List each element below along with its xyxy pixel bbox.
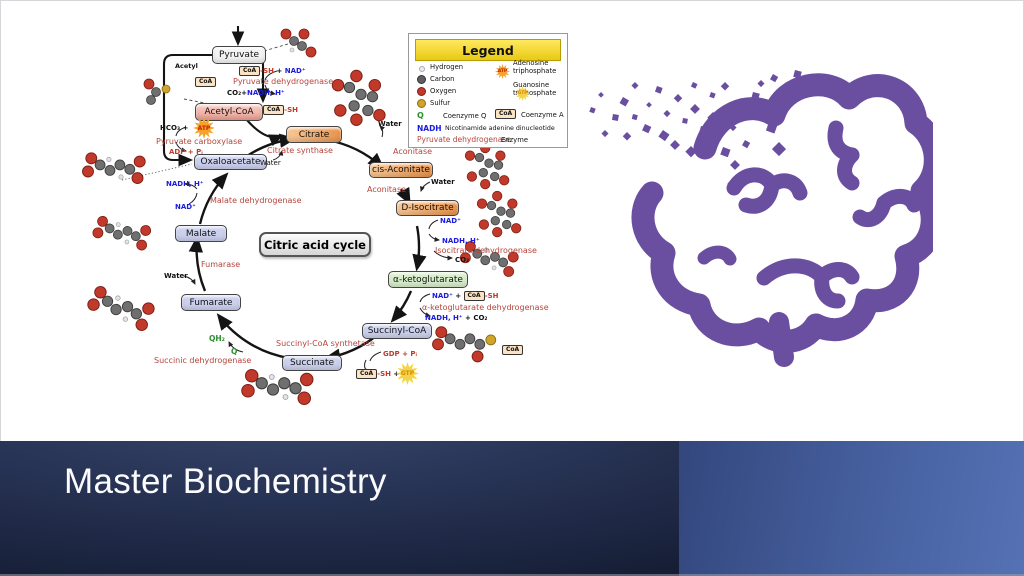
isocitrate-molecule	[476, 190, 522, 238]
acetyl-group-molecule	[143, 78, 171, 105]
idh-nadh: NADH, H⁺	[442, 237, 480, 245]
title-band	[0, 441, 1024, 576]
oxaloacetate-molecule	[82, 152, 146, 185]
gtp-starburst: GTP	[396, 362, 419, 385]
legend-sulfur: Sulfur	[430, 99, 451, 107]
acetyl-label: Acetyl	[175, 62, 198, 70]
sulfur-atom-icon	[417, 99, 426, 108]
pdh-products: CO₂+NADH, H⁺	[227, 89, 285, 97]
citrate-molecule	[331, 69, 386, 126]
legend-nadh: Nicotinamide adenine dinucleotide	[445, 125, 555, 132]
slide-title: Master Biochemistry	[64, 462, 387, 501]
coa-chip: CoA	[239, 66, 261, 76]
oxygen-atom-icon	[417, 87, 426, 96]
pyruvate-carboxylase-label: Pyruvate carboxylase	[156, 137, 243, 146]
atp-starburst: ATP	[495, 64, 510, 79]
idh-co2: CO₂	[455, 256, 470, 264]
malate-molecule	[91, 214, 153, 252]
succinyl-coa-molecule	[432, 326, 497, 363]
legend-carbon: Carbon	[430, 75, 455, 83]
malate-box: Malate	[175, 225, 227, 242]
sdh-q: Q	[231, 347, 238, 356]
malate-dehydrogenase-label: Malate dehydrogenase	[210, 196, 302, 205]
pyruvate-dehydrogenase-label: Pyruvate dehydrogenase	[233, 77, 334, 86]
legend-atp: Adenosine triphosphate	[513, 59, 557, 75]
acetyl-coa-sh: CoA-SH	[263, 105, 298, 115]
enzyme-example: Pyruvate dehydrogenase	[417, 135, 511, 144]
coa-chip: CoA	[356, 369, 378, 379]
hydrogen-atom-icon	[419, 66, 425, 72]
succinate-molecule	[241, 369, 314, 405]
slide-bottom-edge	[0, 574, 1024, 576]
oxaloacetate-box: Oxaloacetate	[194, 154, 267, 170]
legend-coenzyme-q: Coenzyme Q	[443, 112, 487, 120]
aconitase-label-1: Aconitase	[393, 147, 433, 156]
succinyl-coa-box: Succinyl-CoA	[362, 323, 432, 339]
kgdh-substrates: NAD⁺ + CoA-SH	[432, 291, 499, 301]
brain-icon	[589, 70, 933, 367]
legend-title: Legend	[415, 39, 561, 61]
succinic-dehydrogenase-label: Succinic dehydrogenase	[154, 356, 252, 365]
legend-hydrogen: Hydrogen	[430, 63, 464, 71]
gtp-starburst: GTP	[515, 86, 531, 101]
succinyl-coa-synthetase-label: Succinyl-CoA synthetase	[276, 339, 375, 348]
succinate-box: Succinate	[282, 355, 342, 371]
pdh-substrates: CoA-SH + NAD⁺	[239, 66, 306, 76]
legend-oxygen: Oxygen	[430, 87, 457, 95]
legend-coenzyme-a: Coenzyme A	[521, 111, 564, 119]
cycle-title-box: Citric acid cycle	[259, 232, 371, 257]
acetyl-coa-box: Acetyl-CoA	[195, 103, 263, 121]
coa-chip: CoA	[263, 105, 285, 115]
coa-chip: CoA	[463, 291, 485, 301]
pc-substrates: HCO₃ +	[160, 124, 189, 132]
coa-chip: CoA	[495, 109, 517, 119]
aconitase-water-in: Water	[431, 178, 455, 186]
kgdh-products: NADH, H⁺ + CO₂	[425, 314, 488, 322]
aconitase-label-2: Aconitase	[367, 185, 407, 194]
scs-gdp: GDP + Pᵢ	[383, 350, 418, 358]
dissolve-squares	[589, 70, 802, 188]
legend-gtp: Guanosine triphosphate	[513, 81, 557, 97]
isocitrate-dehydrogenase-label: Isocitrate dehydrogenase	[435, 246, 537, 255]
alpha-ketoglutarate-box: α-ketoglutarate	[388, 271, 468, 288]
citrate-synthase-water: Water	[260, 159, 281, 167]
cis-aconitate-molecule	[464, 142, 510, 190]
mdh-nadh: NADH, H⁺	[166, 180, 204, 188]
cis-aconitate-box: cis-Aconitate	[369, 162, 433, 178]
title-band-left-gradient	[0, 441, 679, 576]
citrate-box: Citrate	[286, 126, 342, 143]
pc-products: ADP + Pᵢ	[169, 148, 203, 156]
legend-panel: Legend Hydrogen Carbon Oxygen Sulfur Q C…	[408, 33, 568, 148]
fumarate-molecule	[84, 283, 157, 333]
coa-chip: CoA	[502, 345, 524, 355]
aconitase-water-out: Water	[378, 120, 402, 128]
coenzyme-q-symbol: Q	[417, 111, 424, 120]
idh-nad: NAD⁺	[440, 217, 461, 225]
cycle-arrows-and-molecules-graphic	[82, 26, 522, 405]
nadh-symbol: NADH	[417, 124, 442, 133]
citrate-synthase-label: Citrate synthase	[267, 146, 333, 155]
atp-starburst: ATP	[193, 117, 215, 139]
citric-acid-cycle-diagram: Pyruvate Acetyl-CoA Citrate cis-Aconitat…	[0, 0, 580, 441]
scs-products: CoA-SH +	[356, 369, 399, 379]
pyruvate-molecule	[280, 28, 317, 58]
title-band-right-gradient	[679, 441, 1024, 576]
fumarase-water: Water	[164, 272, 188, 280]
pyruvate-box: Pyruvate	[212, 46, 266, 64]
fumarase-label: Fumarase	[201, 260, 241, 269]
coa-chip: CoA	[195, 77, 217, 87]
mdh-nad: NAD⁺	[175, 203, 196, 211]
d-isocitrate-box: D-Isocitrate	[396, 200, 459, 216]
sdh-qh2: QH₂	[209, 334, 225, 343]
carbon-atom-icon	[417, 75, 426, 84]
legend-enzyme: Enzyme	[501, 136, 528, 144]
kgdh-label: α-ketoglutarate dehydrogenase	[422, 303, 549, 312]
fumarate-box: Fumarate	[181, 294, 241, 311]
